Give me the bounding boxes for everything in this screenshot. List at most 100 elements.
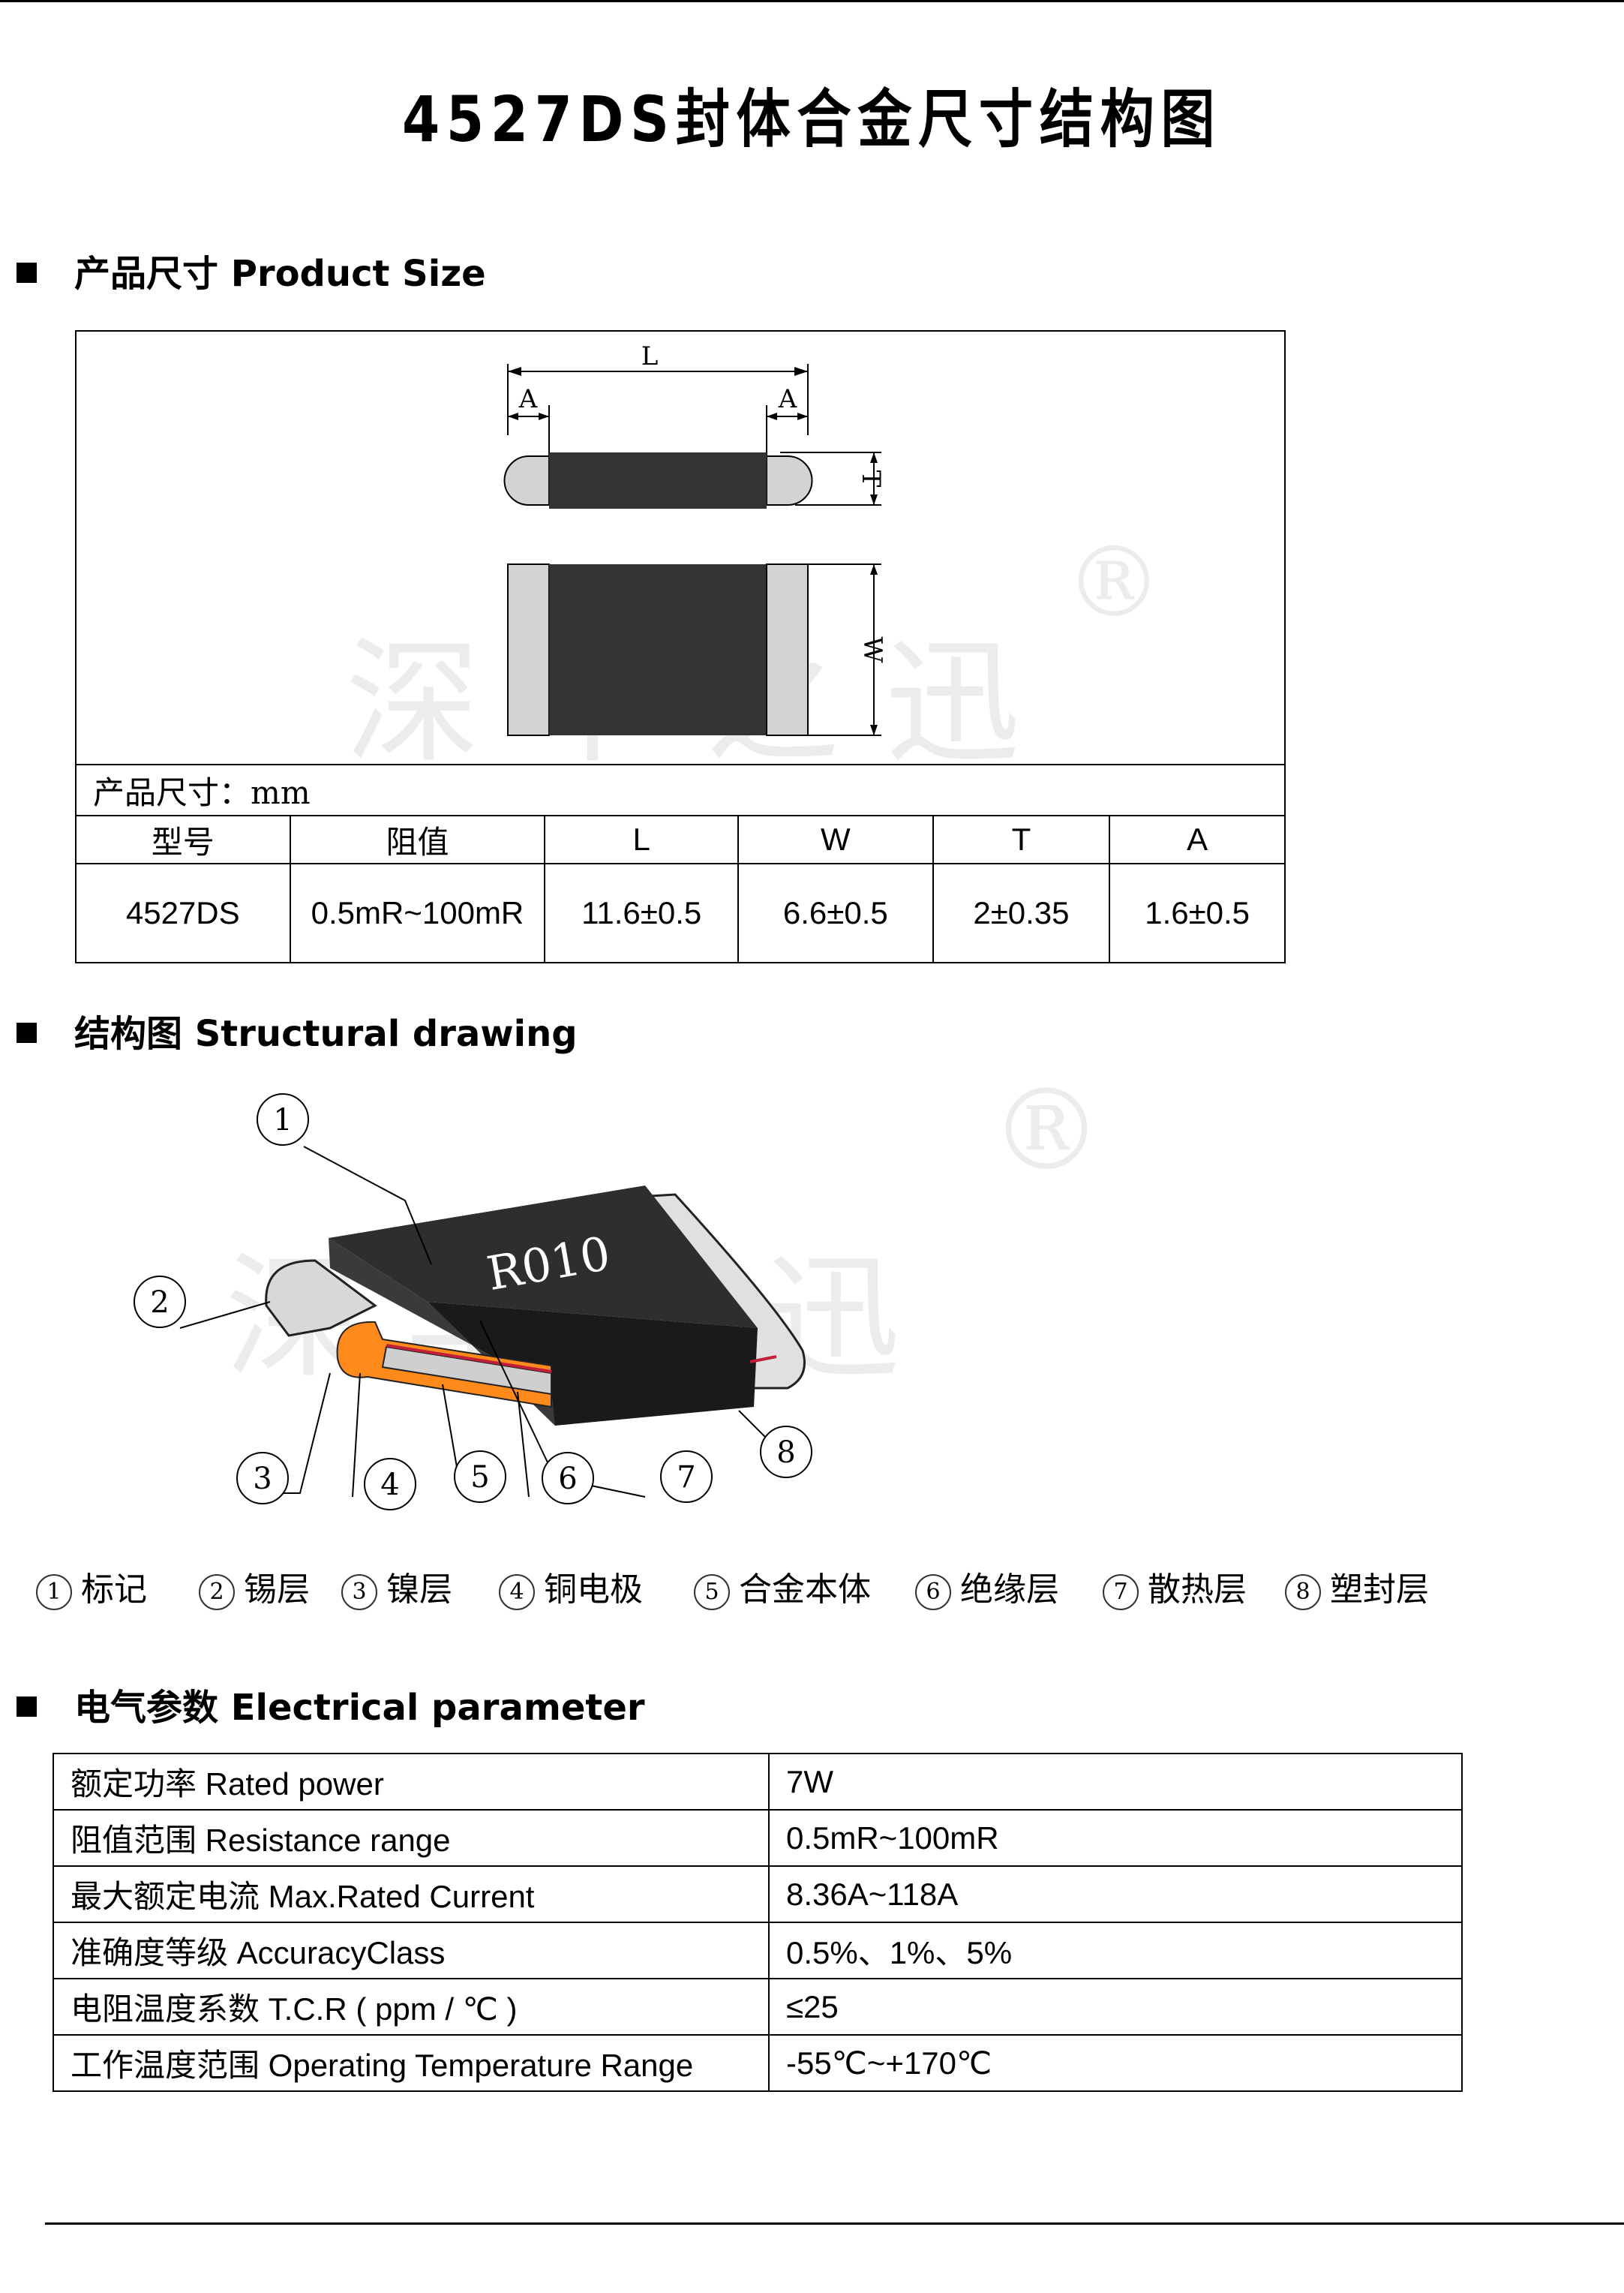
electrical-table: 额定功率 Rated power 7W 阻值范围 Resistance rang… [53,1753,1463,2092]
callout-label-1: 1 [273,1103,292,1137]
leader-6 [517,1391,530,1498]
param-name: 阻值范围 Resistance range [53,1809,770,1867]
callout-circle-2 [134,1276,186,1328]
callout-circle-5 [454,1450,506,1503]
body-left-face [329,1238,555,1426]
callout-circle-1 [257,1093,309,1146]
callout-label-7: 7 [677,1460,695,1495]
callout-circle-6 [542,1452,594,1504]
top-body [549,564,767,735]
body-top-face [329,1186,758,1328]
param-name: 电阻温度系数 T.C.R ( ppm / ℃ ) [53,1978,770,2036]
table-row: 准确度等级 AccuracyClass 0.5%、1%、5% [53,1922,1463,1979]
section-heading-structural: 结构图 Structural drawing [17,1004,578,1056]
structural-drawing: R010 1 2 3 4 5 6 7 8 [134,1093,812,1510]
section-heading-electrical: 电气参数 Electrical parameter [17,1678,645,1730]
legend-label: 绝缘层 [960,1570,1059,1609]
header-W: W [737,815,934,864]
page-title: 4527DS封体合金尺寸结构图 [402,83,1222,156]
callout-circle-7 [660,1450,713,1503]
param-value: 0.5mR~100mR [767,1809,1463,1867]
callout-circle-4 [364,1458,416,1510]
param-value: 0.5%、1%、5% [767,1922,1463,1979]
top-terminal-left [507,563,550,736]
cell-L: 11.6±0.5 [544,863,740,963]
section-heading-product-size: 产品尺寸 Product Size [17,244,486,296]
size-unit-label: 产品尺寸：mm [75,764,1286,816]
cell-resistance: 0.5mR~100mR [289,863,546,963]
header-T: T [932,815,1111,864]
section-title: 结构图 Structural drawing [74,1013,578,1055]
param-name: 准确度等级 AccuracyClass [53,1922,770,1979]
param-name: 额定功率 Rated power [53,1753,770,1811]
callout-label-4: 4 [380,1468,399,1502]
leader-4 [352,1372,361,1498]
cell-W: 6.6±0.5 [737,863,934,963]
dim-label-T: T [856,470,886,488]
insulation-line [386,1344,552,1373]
param-value: ≤25 [767,1978,1463,2036]
callout-circle-3 [236,1452,289,1504]
top-rule [0,0,1624,2]
callout-label-8: 8 [776,1435,795,1470]
top-terminal-right [766,563,809,736]
table-row: 阻值范围 Resistance range 0.5mR~100mR [53,1809,1463,1867]
callout-label-2: 2 [150,1285,169,1320]
watermark-mark-1: ® [1065,525,1163,639]
table-row: 最大额定电流 Max.Rated Current 8.36A~118A [53,1865,1463,1923]
dimension-drawing: L A A T W [503,341,887,736]
legend-label: 镍层 [386,1570,452,1609]
legend-number: 8 [1285,1574,1321,1610]
header-resistance: 阻值 [289,815,546,864]
legend-number: 7 [1103,1574,1139,1610]
bottom-rule [45,2222,1624,2225]
dim-label-W: W [857,637,887,663]
legend-label: 锡层 [244,1570,310,1609]
leader-2 [179,1301,271,1329]
dimension-drawing-frame [75,330,1286,764]
callout-label-3: 3 [253,1462,272,1496]
cell-T: 2±0.35 [932,863,1111,963]
legend-label: 散热层 [1148,1570,1247,1609]
terminal-left [265,1259,377,1337]
cell-A: 1.6±0.5 [1109,863,1286,963]
legend-label: 合金本体 [739,1570,871,1609]
header-L: L [544,815,740,864]
bullet-square [17,1023,37,1043]
legend-number: 5 [694,1574,730,1610]
leader-1 [303,1146,432,1265]
legend-number: 1 [36,1574,72,1610]
side-body [549,452,767,509]
dim-label-A-right: A [778,384,797,414]
param-name: 最大额定电流 Max.Rated Current [53,1865,770,1923]
bullet-square [17,263,37,283]
legend-number: 6 [915,1574,951,1610]
watermark-mark-2: ® [990,1065,1103,1196]
header-A: A [1109,815,1286,864]
table-row: 工作温度范围 Operating Temperature Range -55℃~… [53,2034,1463,2092]
legend-label: 标记 [81,1570,147,1609]
body-front-face [428,1302,758,1426]
side-terminal-left [503,455,550,506]
size-table: 产品尺寸：mm 型号 阻值 L W T A 4527DS 0.5mR~100mR… [75,764,1286,963]
legend-number: 4 [499,1574,535,1610]
side-terminal-right [766,455,813,506]
table-row: 额定功率 Rated power 7W [53,1753,1463,1811]
legend-number: 2 [199,1574,235,1610]
param-value: 8.36A~118A [767,1865,1463,1923]
param-value: 7W [767,1753,1463,1811]
callout-label-6: 6 [558,1462,577,1496]
legend-label: 铜电极 [544,1570,643,1609]
param-name: 工作温度范围 Operating Temperature Range [53,2034,770,2092]
dim-label-A-left: A [518,384,538,414]
section-title: 产品尺寸 Product Size [74,253,486,295]
param-value: -55℃~+170℃ [767,2034,1463,2092]
table-row: 电阻温度系数 T.C.R ( ppm / ℃ ) ≤25 [53,1978,1463,2036]
